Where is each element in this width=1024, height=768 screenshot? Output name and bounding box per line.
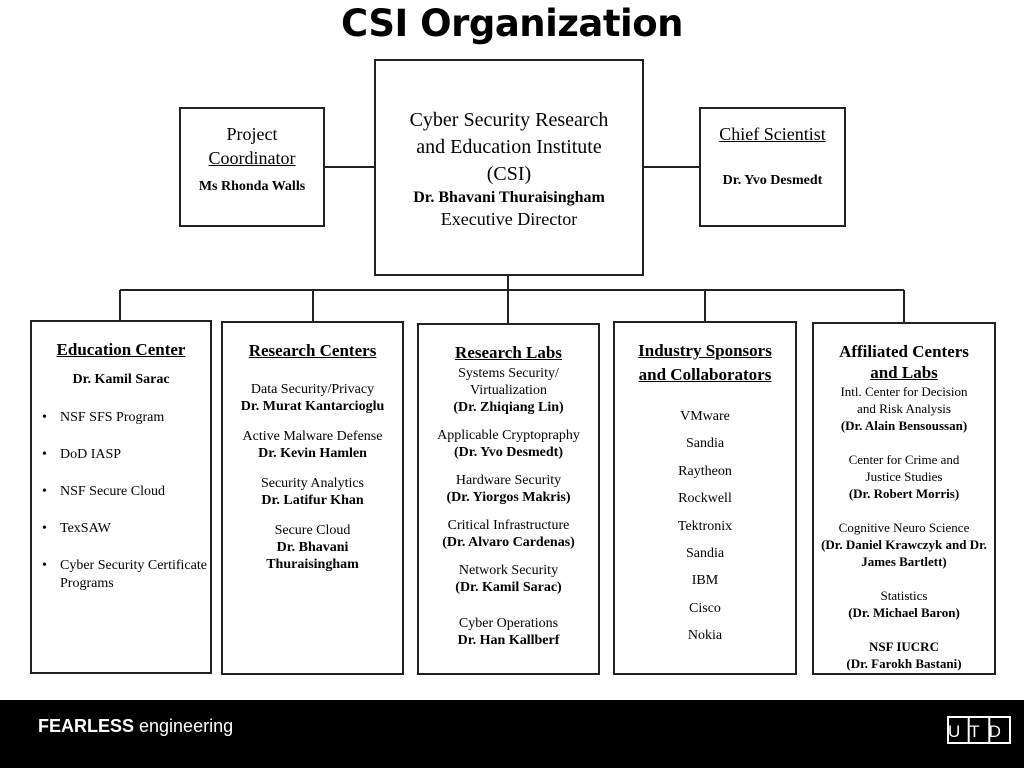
research-lab-entry: Cyber Operations Dr. Han Kallberf (457, 616, 560, 648)
affiliated-entry: NSF IUCRC (Dr. Farokh Bastani) (846, 639, 962, 671)
research-lab-entry: Applicable Cryptopraphy (Dr. Yvo Desmedt… (437, 428, 580, 460)
affiliated-centers-box: Affiliated Centers and Labs Intl. Center… (812, 322, 996, 675)
coordinator-name: Ms Rhonda Walls (198, 179, 306, 194)
research-center-entry: Security Analytics Dr. Latifur Khan (260, 476, 365, 508)
coordinator-line2: Coordinator (208, 148, 296, 168)
industry-heading-line2: and Collaborators (638, 365, 772, 384)
sponsor-list: VMware Sandia Raytheon Rockwell Tektroni… (615, 403, 795, 650)
research-centers-box: Research Centers Data Security/Privacy D… (221, 321, 404, 675)
research-center-entry: Secure Cloud Dr. Bhavani Thuraisingham (266, 523, 359, 572)
chief-scientist-name: Dr. Yvo Desmedt (722, 173, 823, 188)
csi-director-name: Dr. Bhavani Thuraisingham (413, 189, 605, 206)
fearless-engineering-brand: FEARLESS engineering (38, 716, 233, 737)
industry-heading-line1: Industry Sponsors (638, 341, 772, 360)
footer-bar: FEARLESS engineering UTD (0, 700, 1024, 768)
utd-logo-text: UTD (948, 722, 1010, 741)
csi-director-role: Executive Director (440, 209, 578, 229)
education-center-heading: Education Center (56, 340, 186, 359)
list-item: DoD IASP (42, 446, 210, 464)
chief-scientist-box: Chief Scientist Dr. Yvo Desmedt (699, 107, 846, 227)
research-lab-entry: Network Security (Dr. Kamil Sarac) (455, 563, 562, 595)
list-item: NSF SFS Program (42, 409, 210, 427)
list-item: IBM (691, 573, 719, 589)
list-item: TexSAW (42, 520, 210, 538)
education-program-list: NSF SFS Program DoD IASP NSF Secure Clou… (32, 409, 210, 593)
list-item: Nokia (687, 628, 723, 644)
list-item: Cisco (689, 600, 721, 616)
csi-line3: (CSI) (486, 163, 532, 185)
research-lab-entry: Systems Security/ Virtualization (Dr. Zh… (453, 366, 564, 415)
education-center-director: Dr. Kamil Sarac (72, 372, 170, 387)
list-item: Raytheon (678, 463, 732, 479)
list-item: NSF Secure Cloud (42, 483, 210, 501)
research-lab-entry: Critical Infrastructure (Dr. Alvaro Card… (442, 518, 575, 550)
coordinator-line1: Project (226, 124, 278, 144)
chief-scientist-title: Chief Scientist (719, 124, 826, 144)
research-labs-box: Research Labs Systems Security/ Virtuali… (417, 323, 600, 675)
page-title: CSI Organization (341, 2, 683, 45)
education-center-box: Education Center Dr. Kamil Sarac NSF SFS… (30, 320, 212, 674)
csi-director-box: Cyber Security Research and Education In… (374, 59, 644, 276)
affiliated-heading-line1: Affiliated Centers (839, 342, 969, 361)
list-item: Tektronix (677, 518, 733, 534)
list-item: Sandia (685, 436, 725, 452)
affiliated-entry: Intl. Center for Decision and Risk Analy… (840, 384, 968, 433)
research-center-entry: Active Malware Defense Dr. Kevin Hamlen (242, 429, 383, 461)
research-center-entry: Data Security/Privacy Dr. Murat Kantarci… (240, 382, 385, 414)
brand-rest: engineering (134, 716, 234, 736)
connector-lines (119, 166, 905, 324)
research-centers-heading: Research Centers (248, 341, 377, 360)
utd-logo: UTD (947, 716, 1011, 744)
affiliated-entry: Cognitive Neuro Science (Dr. Daniel Kraw… (821, 520, 987, 569)
industry-sponsors-box: Industry Sponsors and Collaborators VMwa… (613, 321, 797, 675)
affiliated-heading-line2: and Labs (870, 363, 938, 382)
list-item: Cyber Security Certificate Programs (42, 557, 210, 593)
list-item: VMware (680, 409, 730, 424)
csi-line2: and Education Institute (416, 136, 602, 158)
affiliated-entry: Center for Crime and Justice Studies (Dr… (848, 452, 960, 501)
list-item: Sandia (685, 546, 725, 562)
csi-line1: Cyber Security Research (409, 109, 609, 131)
list-item: Rockwell (678, 491, 732, 507)
research-labs-heading: Research Labs (455, 343, 562, 362)
project-coordinator-box: Project Coordinator Ms Rhonda Walls (179, 107, 325, 227)
affiliated-entry: Statistics (Dr. Michael Baron) (848, 588, 960, 620)
brand-bold: FEARLESS (38, 716, 135, 736)
research-lab-entry: Hardware Security (Dr. Yiorgos Makris) (446, 473, 571, 505)
